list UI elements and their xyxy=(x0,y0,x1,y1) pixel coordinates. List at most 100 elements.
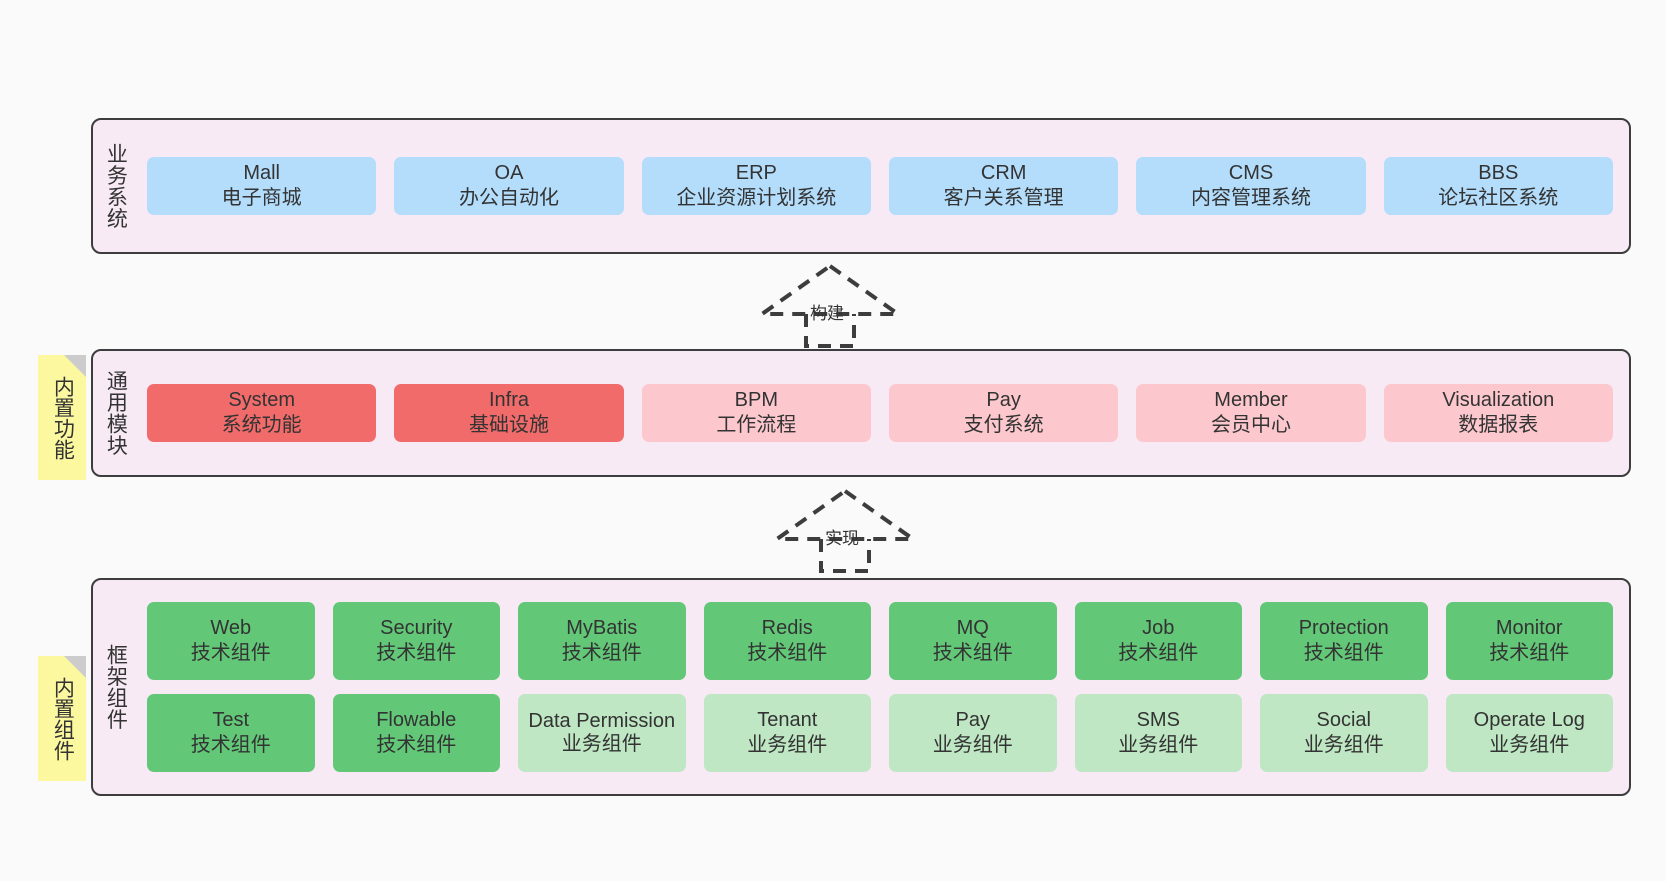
card-title: BPM xyxy=(734,389,778,411)
card-subtitle: 业务组件 xyxy=(1489,734,1570,756)
card-title: Infra xyxy=(488,389,529,411)
arrow-shaft xyxy=(819,539,871,573)
card-infra[interactable]: Infra 基础设施 xyxy=(394,384,624,442)
card-subtitle: 工作流程 xyxy=(716,414,797,436)
card-subtitle: 数据报表 xyxy=(1458,414,1539,436)
card-subtitle: 系统功能 xyxy=(221,414,302,436)
card-title: Mall xyxy=(243,162,280,184)
card-title: Social xyxy=(1316,709,1371,731)
card-pay[interactable]: Pay 支付系统 xyxy=(888,384,1119,442)
card-title: Security xyxy=(380,617,453,639)
card-crm[interactable]: CRM 客户关系管理 xyxy=(888,157,1119,215)
note-fold-corner xyxy=(64,355,86,377)
card-mq[interactable]: MQ 技术组件 xyxy=(889,602,1057,680)
card-title: Visualization xyxy=(1442,389,1555,411)
layer-body-business-system: Mall 电子商城 OA 办公自动化 ERP 企业资源计划系统 CRM 客户关系… xyxy=(137,120,1629,252)
layer-framework-component: 框架组件 Web 技术组件 Security 技术组件 MyBatis 技术组件… xyxy=(91,578,1631,796)
card-system[interactable]: System 系统功能 xyxy=(147,384,377,442)
card-cms[interactable]: CMS 内容管理系统 xyxy=(1136,157,1366,215)
card-subtitle: 技术组件 xyxy=(376,734,457,756)
card-monitor[interactable]: Monitor 技术组件 xyxy=(1445,602,1613,680)
card-row: Web 技术组件 Security 技术组件 MyBatis 技术组件 Redi… xyxy=(147,602,1613,680)
card-flowable[interactable]: Flowable 技术组件 xyxy=(332,694,500,772)
card-security[interactable]: Security 技术组件 xyxy=(332,602,500,680)
layer-title-business-system: 业务系统 xyxy=(104,143,128,229)
card-subtitle: 业务组件 xyxy=(1303,734,1384,756)
card-job[interactable]: Job 技术组件 xyxy=(1074,602,1242,680)
layer-title-common-module: 通用模块 xyxy=(104,370,128,456)
card-subtitle: 企业资源计划系统 xyxy=(676,187,837,209)
card-subtitle: 技术组件 xyxy=(747,642,828,664)
card-title: Member xyxy=(1214,389,1288,411)
card-tenant[interactable]: Tenant 业务组件 xyxy=(703,694,871,772)
card-subtitle: 业务组件 xyxy=(1118,734,1199,756)
card-redis[interactable]: Redis 技术组件 xyxy=(703,602,871,680)
card-oa[interactable]: OA 办公自动化 xyxy=(394,157,624,215)
card-web[interactable]: Web 技术组件 xyxy=(147,602,315,680)
card-bpm[interactable]: BPM 工作流程 xyxy=(641,384,871,442)
card-subtitle: 支付系统 xyxy=(963,414,1044,436)
card-title: Pay xyxy=(986,389,1021,411)
note-label: 内置组件 xyxy=(51,676,75,761)
card-row: Mall 电子商城 OA 办公自动化 ERP 企业资源计划系统 CRM 客户关系… xyxy=(147,157,1613,215)
card-data-permission[interactable]: Data Permission 业务组件 xyxy=(518,694,686,772)
layer-common-module: 通用模块 System 系统功能 Infra 基础设施 BPM 工作流程 Pay… xyxy=(91,349,1631,477)
layer-title-framework-component: 框架组件 xyxy=(104,644,128,730)
card-subtitle: 技术组件 xyxy=(561,642,642,664)
card-subtitle: 内容管理系统 xyxy=(1190,187,1311,209)
card-subtitle: 论坛社区系统 xyxy=(1438,187,1559,209)
card-title: Job xyxy=(1142,617,1175,639)
card-title: Flowable xyxy=(376,709,457,731)
card-mall[interactable]: Mall 电子商城 xyxy=(147,157,377,215)
card-subtitle: 业务组件 xyxy=(747,734,828,756)
card-subtitle: 技术组件 xyxy=(932,642,1013,664)
card-title: Protection xyxy=(1298,617,1389,639)
card-title: MQ xyxy=(956,617,989,639)
connector-label-build: 构建 xyxy=(810,304,844,323)
card-title: Web xyxy=(210,617,252,639)
card-title: Test xyxy=(212,709,250,731)
layer-body-common-module: System 系统功能 Infra 基础设施 BPM 工作流程 Pay 支付系统… xyxy=(137,351,1629,475)
card-subtitle: 技术组件 xyxy=(1303,642,1384,664)
card-title: ERP xyxy=(735,162,777,184)
card-title: SMS xyxy=(1136,709,1180,731)
arrow-shaft xyxy=(804,314,856,348)
card-subtitle: 业务组件 xyxy=(561,732,642,755)
card-subtitle: 技术组件 xyxy=(190,734,271,756)
card-subtitle: 技术组件 xyxy=(376,642,457,664)
card-protection[interactable]: Protection 技术组件 xyxy=(1260,602,1428,680)
connector-build: 构建 xyxy=(758,262,902,348)
layer-body-framework-component: Web 技术组件 Security 技术组件 MyBatis 技术组件 Redi… xyxy=(137,580,1629,794)
connector-label-implement: 实现 xyxy=(825,529,859,548)
card-row: Test 技术组件 Flowable 技术组件 Data Permission … xyxy=(147,694,1613,772)
card-title: BBS xyxy=(1478,162,1519,184)
card-erp[interactable]: ERP 企业资源计划系统 xyxy=(641,157,871,215)
card-title: MyBatis xyxy=(566,617,638,639)
note-fold-corner xyxy=(64,656,86,678)
card-row: System 系统功能 Infra 基础设施 BPM 工作流程 Pay 支付系统… xyxy=(147,384,1613,442)
card-subtitle: 技术组件 xyxy=(190,642,271,664)
card-title: Operate Log xyxy=(1473,709,1585,731)
card-subtitle: 电子商城 xyxy=(221,187,302,209)
card-mybatis[interactable]: MyBatis 技术组件 xyxy=(518,602,686,680)
card-social[interactable]: Social 业务组件 xyxy=(1260,694,1428,772)
card-title: Pay xyxy=(955,709,990,731)
card-subtitle: 技术组件 xyxy=(1489,642,1570,664)
card-member[interactable]: Member 会员中心 xyxy=(1136,384,1366,442)
card-subtitle: 技术组件 xyxy=(1118,642,1199,664)
card-subtitle: 客户关系管理 xyxy=(943,187,1064,209)
card-bbs[interactable]: BBS 论坛社区系统 xyxy=(1383,157,1613,215)
card-sms[interactable]: SMS 业务组件 xyxy=(1074,694,1242,772)
card-title: Data Permission xyxy=(528,709,676,732)
card-visualization[interactable]: Visualization 数据报表 xyxy=(1383,384,1613,442)
card-title: System xyxy=(228,389,295,411)
card-pay-business[interactable]: Pay 业务组件 xyxy=(889,694,1057,772)
card-subtitle: 基础设施 xyxy=(468,414,549,436)
note-builtin-function: 内置功能 xyxy=(38,355,86,480)
connector-implement: 实现 xyxy=(773,487,917,573)
card-title: Tenant xyxy=(757,709,818,731)
card-title: OA xyxy=(494,162,524,184)
card-test[interactable]: Test 技术组件 xyxy=(147,694,315,772)
card-operate-log[interactable]: Operate Log 业务组件 xyxy=(1445,694,1613,772)
